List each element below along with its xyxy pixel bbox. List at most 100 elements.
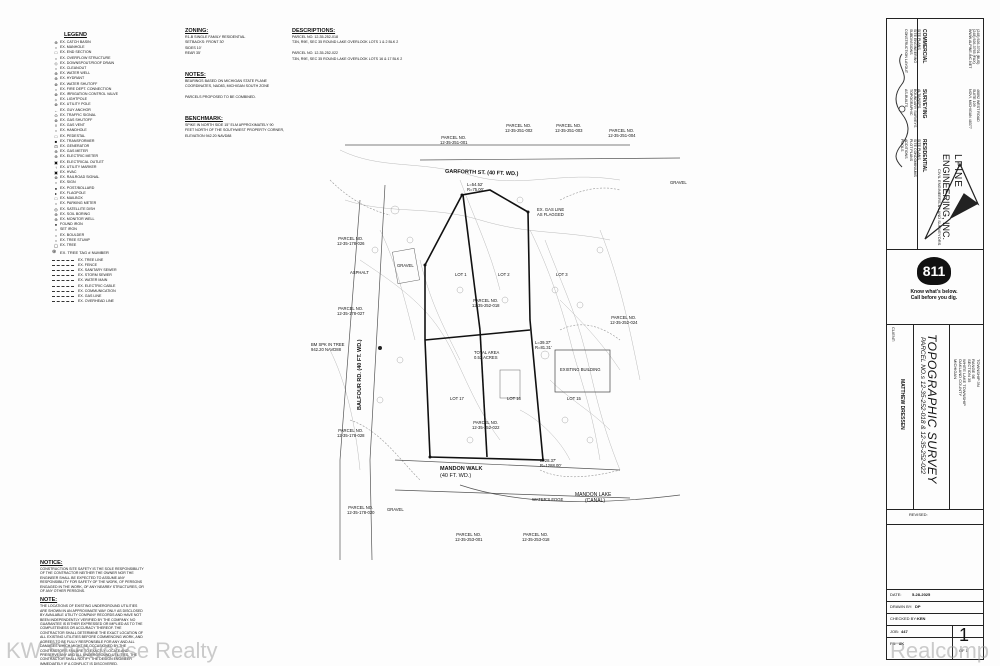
legend-item: ⊗EX. IRRIGATION CONTROL VALVE — [52, 92, 172, 97]
parcel-label-number: 12-35-251-001 — [440, 140, 468, 145]
notes-line: PARCELS PROPOSED TO BE COMBINED. — [185, 95, 256, 100]
legend-item: ⊡EX. GENERATOR — [52, 144, 172, 149]
legend-symbol-icon: ← — [54, 107, 58, 113]
descriptions-title: DESCRIPTIONS: — [292, 28, 336, 34]
legend-item-label: EX. RAILROAD SIGNAL — [60, 175, 100, 180]
notes-block: NOTES: BEARINGS BASED ON MICHIGAN STATE … — [185, 72, 269, 101]
surveying-title: SURVEYING — [921, 89, 927, 119]
tree-symbols — [371, 196, 604, 444]
mandon-lake-canal: (CANAL) — [585, 498, 606, 504]
legend-symbol-icon: ◎ — [54, 206, 58, 212]
bench-elev-label: 942.20 NAVD88 — [311, 347, 341, 352]
fb-value: 8K — [899, 641, 905, 646]
zoning-line: SIDES 10' — [185, 45, 202, 50]
parcel-label-number: 12-35-253-001 — [455, 537, 483, 542]
garage-outline — [499, 369, 521, 399]
notes-title: NOTES: — [185, 72, 206, 78]
legend-item-label: EX. HYDRANT — [60, 76, 85, 81]
legend-symbol-icon: ⊕ — [54, 76, 58, 82]
legend-line-item: EX. OVERHEAD LINE — [52, 299, 172, 304]
legend-item-label: EX. END SECTION — [60, 50, 92, 55]
legend-line-symbol-icon — [52, 275, 74, 277]
legend-symbol-icon: ⊕ — [54, 40, 58, 45]
company-name-2: ENGINEERING, INC. — [941, 154, 951, 241]
parcel-label-caption: PARCEL NO. — [456, 532, 482, 537]
legend-item: ○EX. HANDHOLE — [52, 128, 172, 133]
legend-item: ⊕EX. WATER WELL — [52, 71, 172, 76]
legend-item-label: EX. TRAFFIC SIGNAL — [60, 112, 97, 117]
lot-16-label: LOT 16 — [507, 396, 521, 401]
legend-symbol-icon: ⊗ — [54, 175, 58, 181]
legend-item: ○EX. CLEANOUT — [52, 66, 172, 71]
legend-item: ●EX. POST/BOLLARD — [52, 186, 172, 191]
legend-item-label: EX. UTILITY POLE — [60, 102, 91, 107]
legend-symbol-icon: ⊕ — [54, 216, 58, 222]
legend-line-symbol-icon — [52, 270, 74, 272]
parcel-label-caption: PARCEL NO. — [348, 505, 374, 510]
legend-symbol-icon: ⊕ — [54, 154, 58, 160]
parcel-label-caption: PARCEL NO. — [473, 298, 499, 303]
drawn-label: DRAWN BY: — [890, 604, 913, 609]
legend-line-symbol-icon — [52, 259, 74, 261]
legend-item: ⊕EX. HYDRANT — [52, 76, 172, 81]
legend-item-label: EX. DOWNSPOUT/ROOF DRAIN — [60, 60, 115, 65]
legend-item-label: SET IRON — [60, 227, 77, 232]
legend-item-label: EX. SIGN — [60, 180, 76, 185]
notes-line: BEARINGS BASED ON MICHIGAN STATE PLANE — [185, 79, 267, 83]
job-label: JOB: — [890, 629, 899, 634]
legend-item: ▣EX. HVAC — [52, 170, 172, 175]
lot-2-label: LOT 2 — [498, 272, 510, 277]
legend-item-label: EX. LIGHTPOLE — [60, 97, 87, 102]
legend-item-label: EX. POST/BOLLARD — [60, 185, 95, 190]
legend-line-label: EX. WATER MAIN — [78, 278, 108, 283]
legend-line-symbol-icon — [52, 290, 74, 292]
parcel-label-number: 12-35-253-018 — [522, 537, 550, 542]
legend-item: ⊗EX. UTILITY POLE — [52, 102, 172, 107]
site-map — [329, 144, 681, 561]
legend-item-label: EX. CATCH BASIN — [60, 40, 91, 44]
parcel-label-caption: PARCEL NO. — [556, 123, 582, 128]
phone-line: (248) 926-3701 (BUS) — [976, 29, 980, 65]
legend-symbol-icon: ☼ — [54, 97, 58, 103]
legend-item-label: EX. PARKING METER — [60, 201, 97, 206]
legend-symbol-icon: ○ — [54, 55, 58, 61]
lot-17-label: LOT 17 — [450, 396, 464, 401]
legend-line-symbol-icon — [52, 280, 74, 282]
legend-symbol-icon: ⊕ — [54, 71, 58, 77]
drawn-value: DP — [915, 604, 921, 609]
legend-symbol-icon: ○ — [54, 180, 58, 186]
curve1-radius: R=75.00' — [467, 187, 484, 192]
legend-item-label: EX. MONITOR WELL — [60, 216, 95, 221]
parcel-label: PARCEL NO.12-35-251-003 — [555, 123, 582, 133]
address-line: 46892 WEST ROAD — [976, 89, 980, 122]
legend-symbol-icon: ⊗ — [54, 92, 58, 98]
legend-item: ○EX. PARKING METER — [52, 201, 172, 206]
legend-item: ◎EX. SATELLITE DISH — [52, 207, 172, 212]
legend-item: ○EX. OVERFLOW STRUCTURE — [52, 56, 172, 61]
asphalt-label: ASPHALT — [350, 270, 369, 275]
company-name-1: LPINE — [952, 154, 963, 188]
parcel-label: PARCEL NO.12-35-252-018 — [472, 298, 499, 308]
legend-item: ◇EX. DOWNSPOUT/ROOF DRAIN — [52, 61, 172, 66]
mandon-lake-label: MANDON LAKE — [575, 492, 612, 498]
zoning-title: ZONING: — [185, 28, 209, 34]
residential-title: RESIDENTIAL — [921, 139, 927, 173]
phone-line: (248) 926-3765 (FAX) — [971, 29, 976, 64]
badge-know-text: Know what's below. — [910, 289, 958, 295]
legend-symbol-icon: ⊗ — [54, 102, 58, 108]
legend-line-item: EX. GAS LINE — [52, 294, 172, 299]
legend-line-item: EX. FENCE — [52, 263, 172, 268]
description-line: T3N, R9E, SEC 35 ROUND LAKE OVERLOOK LOT… — [292, 40, 399, 45]
legend-item: ⊕EX. CATCH BASIN — [52, 40, 172, 45]
watermark-right: Realcomp — [890, 638, 990, 663]
notice-title: NOTICE: — [40, 560, 63, 566]
parcel-label-caption: PARCEL NO. — [523, 532, 549, 537]
title-block: LPINE ENGINEERING, INC. CIVIL ENGINEERS … — [886, 18, 984, 660]
legend-symbol-icon: ⊙ — [54, 112, 58, 118]
legend-symbol-icon: ■ — [54, 138, 58, 144]
legend-item: ○EX. BOULDER — [52, 233, 172, 238]
legend-item-label: EX. GAS METER — [60, 149, 88, 154]
